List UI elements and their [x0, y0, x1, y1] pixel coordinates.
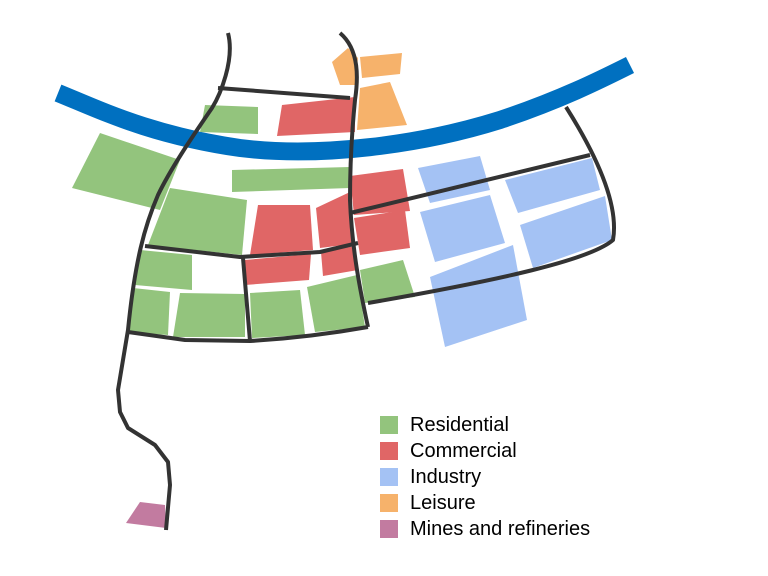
legend-label: Industry [410, 465, 482, 488]
residential-zone [360, 260, 415, 303]
industry-zone [520, 196, 612, 268]
commercial-zone [277, 97, 355, 136]
commercial-zone [321, 246, 358, 276]
legend-label: Commercial [410, 439, 517, 462]
legend-swatch [380, 442, 398, 460]
leisure-zone [360, 53, 402, 78]
legend-label: Leisure [410, 491, 476, 514]
legend-swatch [380, 520, 398, 538]
legend-item-industry: Industry [380, 464, 590, 490]
commercial-zone [250, 205, 313, 255]
mines-and-refineries-zone [126, 502, 166, 528]
residential-zone [135, 250, 192, 290]
legend-item-mines-and-refineries: Mines and refineries [380, 516, 590, 542]
residential-zone [72, 133, 180, 210]
commercial-zone [245, 254, 311, 285]
legend-swatch [380, 468, 398, 486]
legend-swatch [380, 416, 398, 434]
residential-zone [173, 293, 245, 337]
legend-label: Residential [410, 413, 509, 436]
residential-zone [128, 288, 170, 335]
leisure-zone [357, 82, 407, 130]
legend-item-leisure: Leisure [380, 490, 590, 516]
commercial-zone [354, 210, 410, 255]
legend-label: Mines and refineries [410, 517, 591, 540]
leisure-zone [332, 48, 358, 85]
residential-zone [307, 275, 365, 332]
residential-zone [148, 188, 247, 255]
river [54, 56, 635, 161]
residential-zone [200, 105, 258, 134]
industry-zone [505, 158, 600, 213]
residential-zone [232, 167, 350, 192]
legend-swatch [380, 494, 398, 512]
commercial-zone [350, 169, 410, 215]
industry-zone [420, 195, 505, 262]
legend-item-residential: Residential [380, 412, 590, 438]
roads [116, 31, 616, 531]
legend-item-commercial: Commercial [380, 438, 590, 464]
residential-zone [250, 290, 305, 338]
commercial-zone [316, 192, 352, 248]
industry-zone [430, 245, 527, 347]
